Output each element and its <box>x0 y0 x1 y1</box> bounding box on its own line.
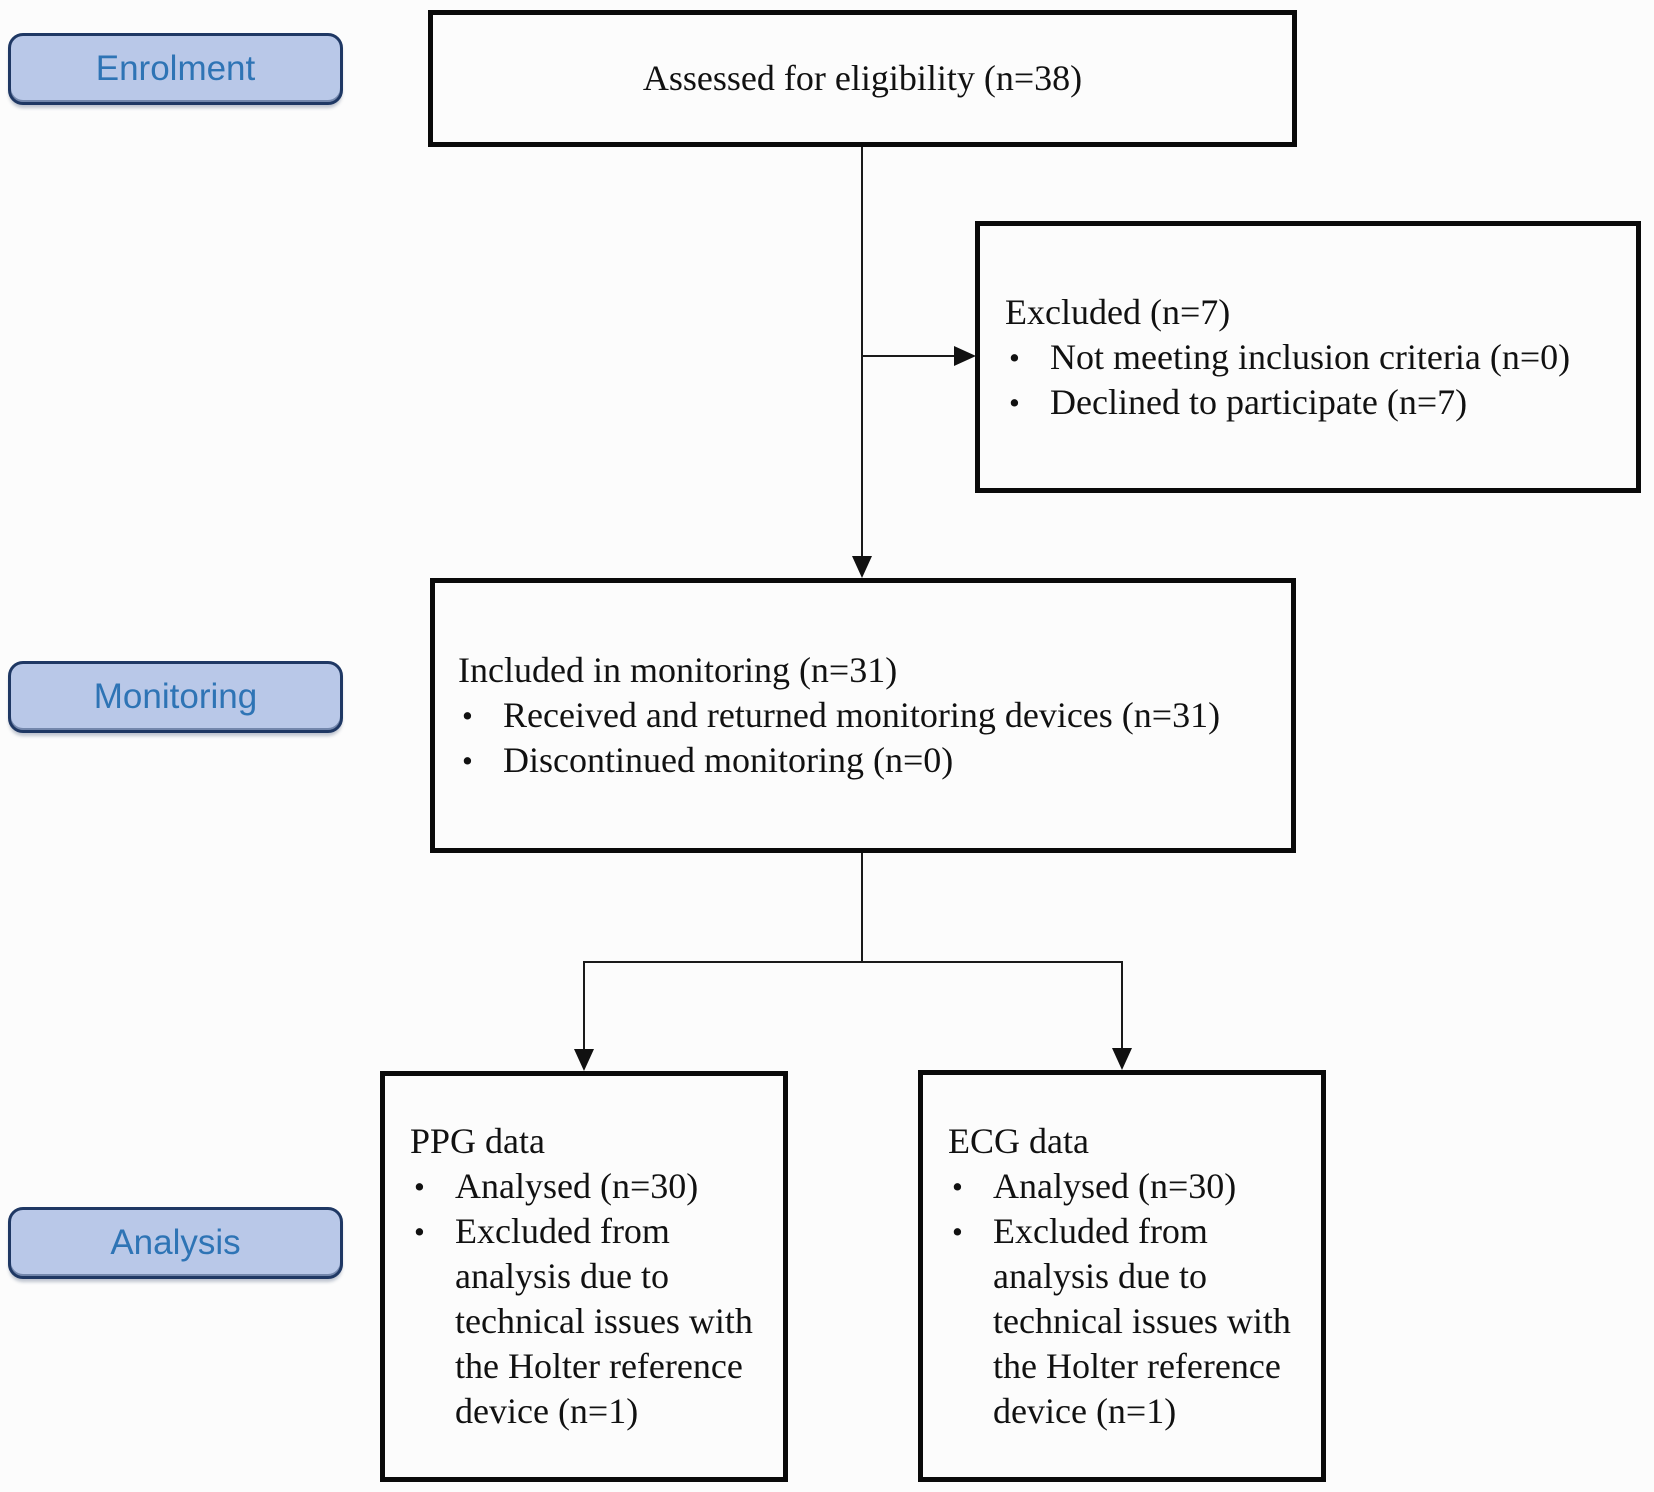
connector-split-to-ecg <box>1121 961 1123 1048</box>
box-ppg-data: PPG data • Analysed (n=30) • Excluded from … <box>380 1071 788 1482</box>
connector-included-to-split <box>861 853 863 962</box>
arrowhead-to-ecg-icon <box>1112 1048 1132 1070</box>
box-content: ECG data • Analysed (n=30) • Excluded from … <box>923 1119 1321 1434</box>
bullet-item: • Analysed (n=30) <box>410 1164 779 1209</box>
bullet-text: Received and returned monitoring devices… <box>503 695 1221 735</box>
bullet-dot: • <box>1009 339 1020 375</box>
bullet-item: • Excluded from analysis due to technical… <box>410 1209 779 1434</box>
bullet-item: • Analysed (n=30) <box>948 1164 1317 1209</box>
bullet-item: • Declined to participate (n=7) <box>1005 380 1632 425</box>
bullet-text: Declined to participate (n=7) <box>1050 381 1468 422</box>
box-content: Excluded (n=7) • Not meeting inclusion cr… <box>980 290 1636 425</box>
bullet-dot: • <box>414 1169 425 1204</box>
arrowhead-to-excluded-icon <box>954 346 976 366</box>
box-ecg-data: ECG data • Analysed (n=30) • Excluded from … <box>918 1070 1326 1482</box>
bullet-list: • Received and returned monitoring device… <box>458 693 1287 783</box>
bullet-list: • Analysed (n=30) • Excluded from analysis … <box>948 1164 1317 1434</box>
box-title: PPG data <box>410 1121 545 1161</box>
bullet-text: Excluded from analysis due to technical … <box>455 1211 753 1431</box>
box-assessed-for-eligibility: Assessed for eligibility (n=38) <box>428 10 1297 147</box>
arrowhead-to-ppg-icon <box>574 1049 594 1071</box>
bullet-item: • Not meeting inclusion criteria (n=0) <box>1005 335 1632 380</box>
box-title: Assessed for eligibility (n=38) <box>642 58 1083 98</box>
stage-pill-analysis: Analysis <box>8 1207 343 1279</box>
connector-branch-to-excluded <box>862 355 956 357</box>
stage-pill-enrolment: Enrolment <box>8 33 343 105</box>
bullet-dot: • <box>462 698 473 733</box>
bullet-text: Not meeting inclusion criteria (n=0) <box>1050 336 1571 377</box>
box-title: Included in monitoring (n=31) <box>458 650 898 690</box>
bullet-item: • Received and returned monitoring device… <box>458 693 1287 738</box>
bullet-dot: • <box>462 743 473 778</box>
bullet-text: Discontinued monitoring (n=0) <box>503 740 954 780</box>
bullet-list: • Not meeting inclusion criteria (n=0) • De… <box>1005 335 1632 425</box>
connector-split-to-ppg <box>583 961 585 1049</box>
connector-assessed-to-included <box>861 147 863 558</box>
bullet-dot: • <box>952 1168 963 1204</box>
bullet-text: Analysed (n=30) <box>455 1166 699 1206</box>
box-title: ECG data <box>948 1120 1089 1161</box>
bullet-text: Excluded from analysis due to technical … <box>993 1210 1291 1431</box>
arrowhead-to-included-icon <box>852 556 872 578</box>
stage-pill-monitoring: Monitoring <box>8 661 343 733</box>
connector-split-bar <box>583 961 1123 963</box>
box-content: Included in monitoring (n=31) • Received … <box>435 648 1291 783</box>
bullet-text: Analysed (n=30) <box>993 1165 1237 1206</box>
bullet-dot: • <box>1009 384 1020 420</box>
box-title: Excluded (n=7) <box>1005 291 1231 332</box>
box-excluded: Excluded (n=7) • Not meeting inclusion cr… <box>975 221 1641 493</box>
bullet-dot: • <box>414 1214 425 1249</box>
bullet-dot: • <box>952 1213 963 1249</box>
box-content: PPG data • Analysed (n=30) • Excluded from … <box>385 1119 783 1434</box>
box-included-in-monitoring: Included in monitoring (n=31) • Received … <box>430 578 1296 853</box>
bullet-item: • Excluded from analysis due to technical… <box>948 1209 1317 1434</box>
bullet-list: • Analysed (n=30) • Excluded from analysis … <box>410 1164 779 1434</box>
bullet-item: • Discontinued monitoring (n=0) <box>458 738 1287 783</box>
